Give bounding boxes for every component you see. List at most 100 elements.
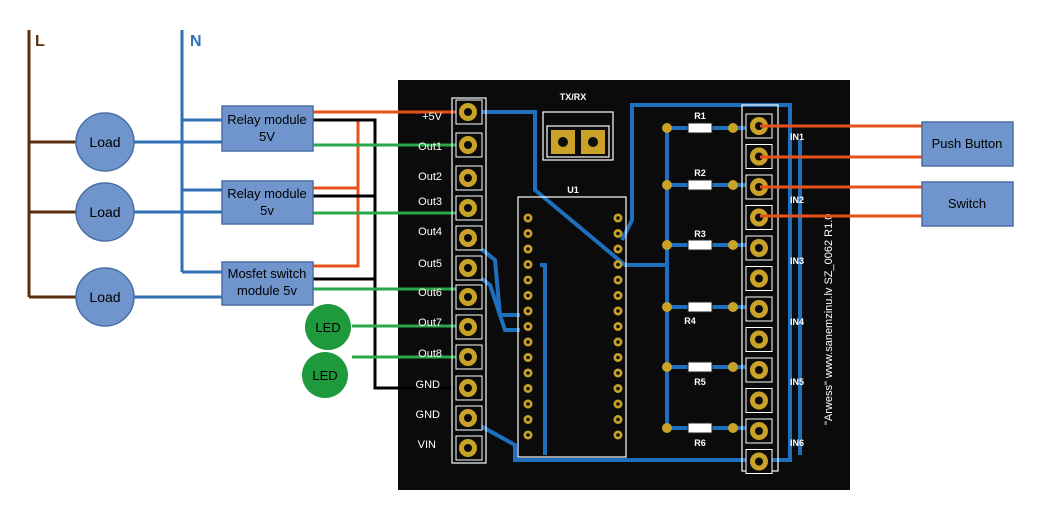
- resistor-body: [687, 239, 713, 251]
- u1-pin-hole: [526, 231, 530, 236]
- u1-pin-hole: [616, 371, 620, 375]
- load-2: Load: [75, 182, 135, 242]
- resistor-body: [687, 422, 713, 434]
- load-3: Load: [75, 267, 135, 327]
- resistor-pad: [728, 180, 738, 190]
- left-pad-hole: [464, 108, 472, 116]
- u1-outline: [517, 196, 627, 458]
- left-pad-hole: [464, 353, 472, 361]
- u1-pin-hole: [616, 216, 620, 220]
- ground-wires: [313, 118, 462, 390]
- resistor-pad: [662, 302, 672, 312]
- right-pad-hole: [755, 244, 763, 252]
- pin-label-gnd2: GND: [416, 409, 441, 421]
- r3-label: R3: [694, 229, 706, 239]
- right-pad-hole: [755, 335, 763, 344]
- resistor-pad: [728, 123, 738, 133]
- switch: Switch: [921, 181, 1014, 227]
- pin-label-out7: Out7: [418, 317, 442, 329]
- r2-label: R2: [694, 168, 706, 178]
- left-pad-hole: [464, 384, 472, 392]
- resistor-pad: [728, 302, 738, 312]
- led-1-label: LED: [315, 320, 340, 335]
- pin-label-out2: Out2: [418, 171, 442, 183]
- resistor-body: [687, 179, 713, 191]
- u1-pin-hole: [526, 262, 530, 267]
- relay-module-1: Relay module 5V: [221, 105, 314, 152]
- resistor-body: [687, 122, 713, 134]
- in5-label: IN5: [790, 377, 804, 387]
- resistor-pad: [662, 123, 672, 133]
- right-pad-hole: [755, 122, 763, 130]
- relay-module-1-line2: 5V: [259, 129, 275, 144]
- u1-pin-hole: [616, 231, 620, 236]
- in4-label: IN4: [790, 317, 804, 327]
- resistor-pad: [662, 240, 672, 250]
- in6-label: IN6: [790, 438, 804, 448]
- u1-pin-hole: [616, 433, 620, 437]
- tx-rx-header: [542, 111, 614, 161]
- resistor-pad: [662, 423, 672, 433]
- u1-pin-hole: [526, 309, 530, 313]
- left-pad-hole: [464, 414, 472, 422]
- u1-pin-hole: [526, 433, 530, 437]
- right-pad-hole: [755, 305, 763, 313]
- u1-pin-hole: [526, 371, 530, 375]
- push-button: Push Button: [921, 121, 1014, 167]
- left-pin-labels: +5V Out1 Out2 Out3 Out4 Out5 Out6 Out7 O…: [416, 111, 443, 451]
- resistor-pad: [728, 423, 738, 433]
- u1-pin-hole: [616, 417, 620, 422]
- left-pad-hole: [464, 264, 472, 272]
- left-pad-hole: [464, 234, 472, 242]
- line-label: L: [35, 33, 45, 50]
- relay-module-1-line1: Relay module: [227, 112, 307, 127]
- input-wires: [760, 124, 922, 218]
- resistor-labels: R1 R2 R3 R4 R5 R6: [684, 111, 706, 448]
- left-pad-hole: [464, 204, 472, 212]
- resistors: [662, 122, 738, 434]
- load-2-label: Load: [89, 204, 120, 220]
- resistor-body: [687, 361, 713, 373]
- resistor-body: [687, 301, 713, 313]
- mosfet-module-line1: Mosfet switch: [228, 266, 307, 281]
- r4-label: R4: [684, 316, 696, 326]
- u1-pin-hole: [526, 386, 530, 391]
- mosfet-module-line2: module 5v: [237, 283, 297, 298]
- u1-pin-hole: [616, 324, 620, 329]
- u1-pin-hole: [616, 355, 620, 360]
- u1-pins: [523, 213, 623, 440]
- led-2: LED: [302, 352, 348, 398]
- relay-module-2-line1: Relay module: [227, 186, 307, 201]
- r1-label: R1: [694, 111, 706, 121]
- left-terminal-block: [451, 97, 487, 464]
- u1-pin-hole: [526, 355, 530, 360]
- right-pad-hole: [755, 366, 763, 374]
- in2-label: IN2: [790, 195, 804, 205]
- u1-pin-hole: [526, 324, 530, 329]
- switch-label: Switch: [948, 196, 986, 211]
- pin-label-out5: Out5: [418, 258, 442, 270]
- neutral-label: N: [190, 33, 202, 50]
- u1-label: U1: [567, 185, 579, 195]
- right-pad-hole: [755, 427, 763, 435]
- u1-pin-hole: [616, 402, 620, 406]
- led-1: LED: [305, 304, 351, 350]
- u1-pin-hole: [526, 402, 530, 406]
- left-pad-hole: [464, 293, 472, 301]
- resistor-pad: [728, 240, 738, 250]
- pin-label-out3: Out3: [418, 196, 442, 208]
- pin-label-out4: Out4: [418, 226, 442, 238]
- signal-wires: [313, 143, 462, 359]
- u1-pin-hole: [616, 340, 620, 344]
- left-pad-hole: [464, 444, 472, 452]
- mosfet-module: Mosfet switch module 5v: [221, 261, 314, 306]
- u1-pin-hole: [616, 247, 620, 251]
- u1-pin-hole: [526, 340, 530, 344]
- u1-pin-hole: [616, 262, 620, 267]
- right-pad-hole: [755, 183, 763, 191]
- u1-pin-hole: [616, 278, 620, 282]
- left-pad-hole: [464, 174, 472, 182]
- led-2-label: LED: [312, 368, 337, 383]
- u1-pin-hole: [616, 386, 620, 391]
- in1-label: IN1: [790, 132, 804, 142]
